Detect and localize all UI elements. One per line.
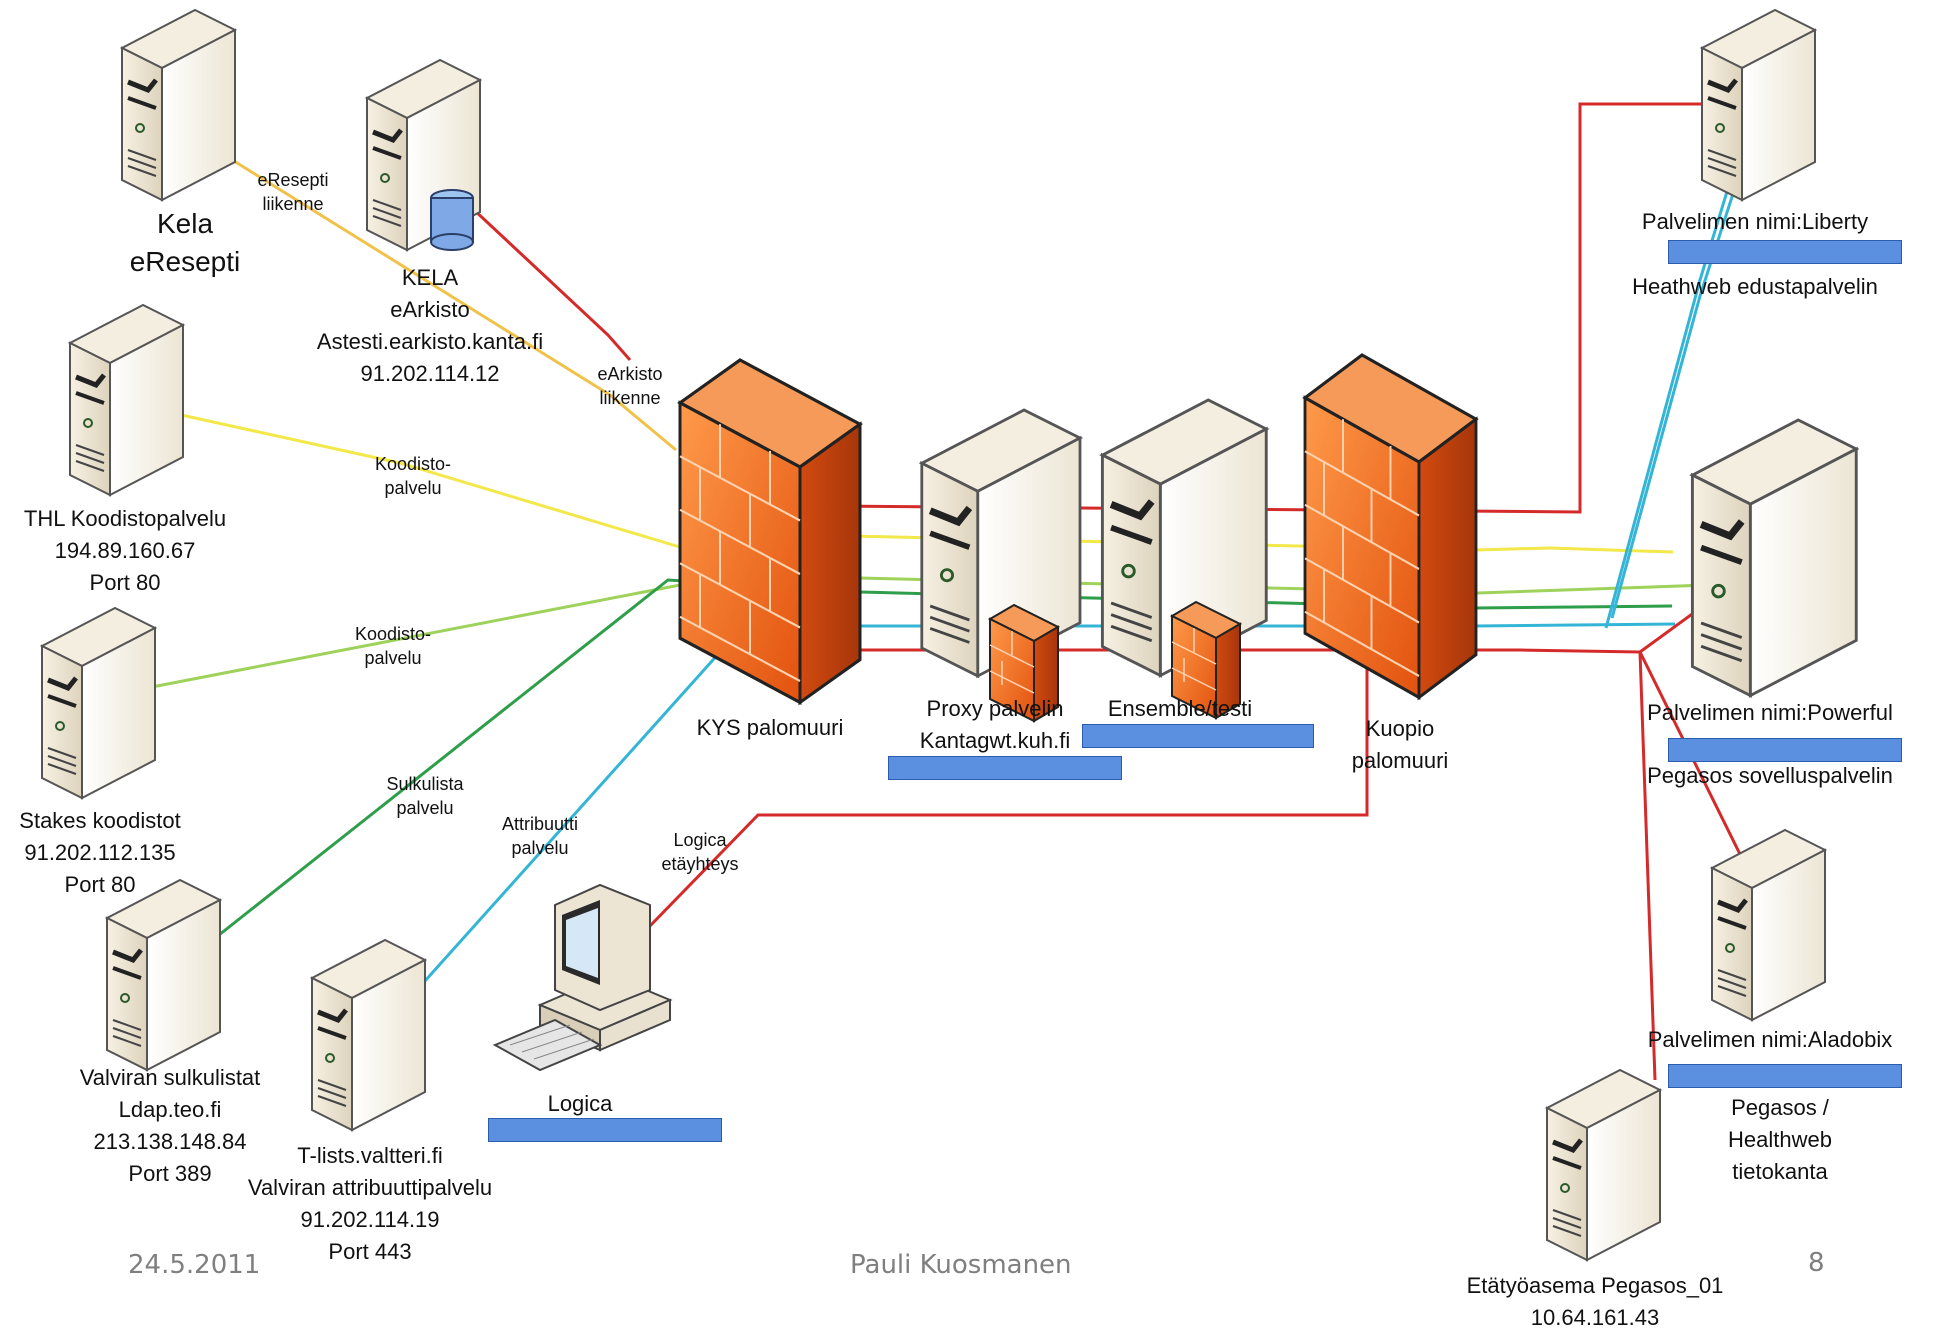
footer-page-number: 8 [1808,1248,1825,1278]
kela-server-icon [122,10,235,200]
redacted-aladobix-ip [1668,1064,1902,1088]
database-icon [430,189,474,251]
koodisto2-connection-label: Koodisto-palvelu [354,624,432,668]
redacted-ensemble-ip [1082,724,1314,748]
powerful-server-icon [1692,420,1856,696]
powerful-name-label: Palvelimen nimi:Powerful [1647,700,1893,725]
kys-firewall-label: KYS palomuuri [696,715,844,740]
liberty-server-icon [1702,10,1815,200]
etatyo-red-line [1638,651,1657,1081]
aladobix-server-icon [1712,830,1825,1020]
eresepti-line [151,108,677,452]
liberty-desc-label: Heathweb edustapalvelin [1632,274,1878,299]
ensemble-label: Ensemble/testi [1107,696,1253,721]
redacted-logica-ip [488,1118,722,1142]
koodisto1-connection-label: Koodisto-palvelu [374,454,452,498]
redacted-liberty-ip [1668,240,1902,264]
footer-date: 24.5.2011 [128,1250,261,1280]
logica-line [646,655,1369,930]
footer-author: Pauli Kuosmanen [850,1250,1072,1280]
powerful-desc-label: Pegasos sovelluspalvelin [1647,763,1893,788]
valvira-attr-server-icon [312,940,425,1130]
thl-server-icon [70,305,183,495]
aladobix-name-label: Palvelimen nimi:Aladobix [1647,1027,1893,1052]
redacted-powerful-ip [1668,738,1902,762]
logica-workstation-icon [492,883,673,1072]
redacted-proxy-ip [888,756,1122,780]
earkisto-line [426,165,632,361]
kys-firewall-icon [678,358,862,705]
valvira-sulku-server-icon [107,880,220,1070]
etatyo-server-icon [1547,1070,1660,1260]
stakes-server-icon [42,608,155,798]
kuopio-firewall-icon [1303,353,1478,700]
liberty-name-label: Palvelimen nimi:Liberty [1641,209,1869,234]
logica-label: Logica [547,1091,613,1116]
